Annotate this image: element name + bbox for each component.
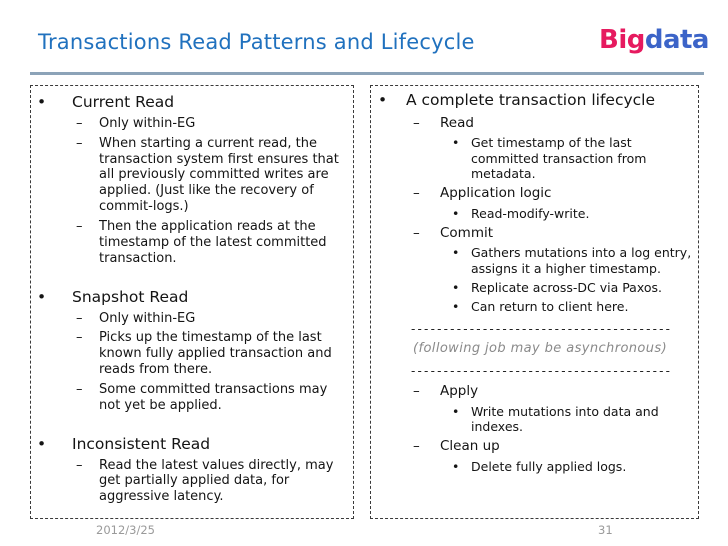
dash-icon: –: [76, 310, 83, 326]
dash-icon: –: [413, 224, 420, 241]
step-detail: • Replicate across-DC via Paxos.: [452, 280, 694, 295]
step-label: Read: [440, 114, 474, 131]
section-heading: • Inconsistent Read: [37, 435, 351, 454]
section-heading-label: Current Read: [72, 93, 175, 111]
list-item-text: When starting a current read, the transa…: [99, 135, 339, 215]
step-detail: • Read-modify-write.: [452, 206, 694, 221]
bullet-icon: •: [452, 135, 460, 151]
section-heading-label: Inconsistent Read: [72, 434, 211, 453]
dash-icon: –: [76, 135, 83, 151]
bullet-icon: •: [452, 205, 460, 221]
section-current-read: • Current Read – Only within-EG – When s…: [31, 93, 353, 267]
section-heading: • Snapshot Read: [37, 288, 351, 307]
step-label: Apply: [440, 383, 479, 400]
list-item-text: Picks up the timestamp of the last known…: [99, 330, 332, 378]
dash-icon: –: [76, 330, 83, 346]
slide-date: 2012/3/25: [96, 523, 155, 537]
read-patterns-panel: • Current Read – Only within-EG – When s…: [30, 85, 354, 519]
list-item-text: Read the latest values directly, may get…: [99, 457, 334, 505]
list-item: – Some committed transactions may not ye…: [76, 382, 351, 414]
slide-title: Transactions Read Patterns and Lifecycle: [38, 30, 475, 54]
section-inconsistent-read: • Inconsistent Read – Read the latest va…: [31, 435, 353, 505]
dash-icon: –: [413, 383, 420, 400]
bullet-icon: •: [452, 245, 460, 261]
dash-icon: –: [413, 438, 420, 455]
dash-icon: –: [413, 114, 420, 131]
list-item-text: Then the application reads at the timest…: [99, 219, 327, 266]
dash-icon: –: [413, 185, 420, 202]
step-commit: – Commit: [413, 225, 694, 241]
bigdata-logo: Bigdata: [599, 25, 709, 55]
list-item: – Only within-EG: [76, 311, 351, 327]
dash-icon: –: [76, 381, 83, 397]
bullet-icon: •: [37, 93, 47, 111]
step-detail-text: Read-modify-write.: [471, 205, 590, 221]
step-detail-text: Gathers mutations into a log entry, assi…: [471, 245, 692, 276]
step-detail: • Can return to client here.: [452, 299, 694, 314]
list-item-text: Some committed transactions may not yet …: [99, 381, 328, 413]
step-detail-text: Can return to client here.: [471, 299, 629, 315]
bullet-icon: •: [452, 299, 460, 315]
step-read: – Read: [413, 115, 694, 131]
lifecycle-panel: • A complete transaction lifecycle – Rea…: [370, 85, 699, 519]
list-item-text: Only within-EG: [99, 115, 196, 131]
lifecycle-heading: • A complete transaction lifecycle: [378, 91, 694, 110]
step-detail: • Get timestamp of the last committed tr…: [452, 135, 694, 181]
list-item: – Only within-EG: [76, 116, 351, 132]
step-detail: • Delete fully applied logs.: [452, 459, 694, 474]
step-detail-text: Delete fully applied logs.: [471, 458, 627, 474]
async-note: (following job may be asynchronous): [413, 341, 668, 357]
step-detail-text: Replicate across-DC via Paxos.: [471, 279, 662, 295]
step-label: Clean up: [440, 438, 500, 455]
bullet-icon: •: [452, 279, 460, 295]
dash-icon: –: [76, 219, 83, 235]
title-underline: [30, 72, 704, 75]
list-item: – Picks up the timestamp of the last kno…: [76, 330, 351, 378]
bullet-icon: •: [452, 458, 460, 474]
step-label: Application logic: [440, 185, 552, 202]
step-detail: • Gathers mutations into a log entry, as…: [452, 245, 694, 276]
slide-page-number: 31: [598, 523, 613, 537]
section-heading-label: Snapshot Read: [72, 287, 189, 306]
dashed-separator: ----------------------------------------: [411, 322, 673, 337]
list-item: – Then the application reads at the time…: [76, 219, 351, 267]
logo-text-data: data: [644, 25, 710, 55]
section-snapshot-read: • Snapshot Read – Only within-EG – Picks…: [31, 288, 353, 414]
step-label: Commit: [440, 224, 494, 241]
dashed-separator: ----------------------------------------: [411, 364, 673, 379]
step-detail-text: Get timestamp of the last committed tran…: [471, 135, 647, 181]
section-heading: • Current Read: [37, 93, 351, 112]
step-clean-up: – Clean up: [413, 438, 694, 454]
lifecycle-heading-label: A complete transaction lifecycle: [406, 91, 656, 109]
list-item: – Read the latest values directly, may g…: [76, 458, 351, 506]
list-item: – When starting a current read, the tran…: [76, 136, 351, 215]
bullet-icon: •: [452, 403, 460, 419]
dash-icon: –: [76, 457, 83, 473]
bullet-icon: •: [378, 91, 388, 109]
step-apply: – Apply: [413, 383, 694, 399]
step-application-logic: – Application logic: [413, 185, 694, 201]
dash-icon: –: [76, 115, 83, 131]
bullet-icon: •: [37, 287, 47, 306]
step-detail: • Write mutations into data and indexes.: [452, 404, 694, 435]
step-detail-text: Write mutations into data and indexes.: [471, 403, 659, 435]
bullet-icon: •: [37, 434, 47, 453]
logo-text-big: Big: [599, 25, 645, 55]
list-item-text: Only within-EG: [99, 310, 196, 326]
